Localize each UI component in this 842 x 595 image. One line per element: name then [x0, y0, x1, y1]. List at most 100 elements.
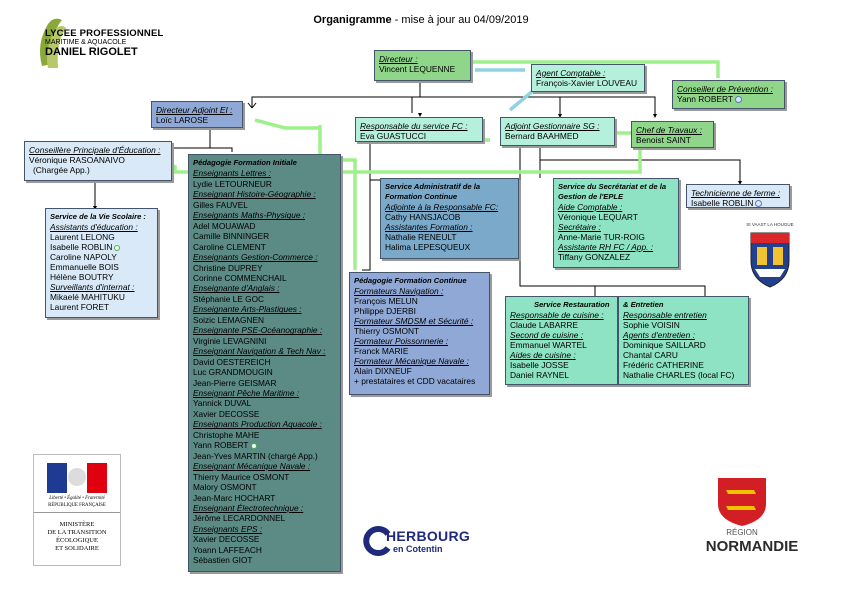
- stvaast-label: St VAAST LA HOUGUE: [746, 222, 794, 227]
- list-item: Sophie VOISIN: [623, 320, 680, 330]
- circle-icon: [114, 244, 121, 251]
- region-name: NORMANDIE: [705, 538, 799, 555]
- cpe-note: (Chargée App.): [33, 165, 90, 175]
- list-item: Laurent LELONG: [50, 232, 115, 242]
- list-item: Adel MOUAWAD: [193, 220, 256, 231]
- list-item: David OESTEREICH: [193, 356, 271, 367]
- list-item: Hélène BOUTRY: [50, 272, 114, 282]
- list-item: Soizic LEMAGNEN: [193, 314, 265, 325]
- list-item: Camille BINNINGER: [193, 231, 270, 242]
- cherbourg-sub: en Cotentin: [393, 544, 443, 554]
- dir-adjoint-role: Directeur Adjoint EI :: [156, 105, 233, 115]
- list-item: Thierry Maurice OSMONT: [193, 471, 290, 482]
- service-admin-role2: Assistantes Formation :: [385, 222, 473, 232]
- technicienne-name: Isabelle ROBLIN: [691, 198, 754, 208]
- list-item: Thierry OSMONT: [354, 326, 420, 336]
- role-label: Enseignant Histoire-Géographie :: [193, 189, 316, 200]
- list-item: Emmanuelle BOIS: [50, 262, 119, 272]
- circle-icon: [250, 443, 257, 450]
- cherbourg-logo: HERBOURG en Cotentin: [362, 526, 492, 556]
- service-admin-head2: Formation Continue: [385, 192, 458, 201]
- role-label: Aides de cuisine :: [510, 350, 576, 360]
- list-item: Jérôme LECARDONNEL: [193, 513, 286, 524]
- chef-travaux-role: Chef de Travaux :: [636, 125, 702, 135]
- link-dir-chef: [420, 96, 656, 114]
- box-service-admin-fc: Service Administratif de la Formation Co…: [380, 178, 519, 259]
- rf-motto: Liberté • Égalité • Fraternité: [49, 496, 105, 501]
- role-label: Enseignante PSE-Océanographie :: [193, 325, 323, 336]
- rf-name: RÉPUBLIQUE FRANÇAISE: [48, 503, 106, 508]
- box-cpe: Conseillère Principale d'Éducation : Vér…: [24, 141, 172, 181]
- list-item: Tiffany GONZALEZ: [558, 252, 631, 262]
- box-restauration: Service Restauration Responsable de cuis…: [505, 296, 618, 385]
- circle-icon: [755, 200, 763, 208]
- cpe-role: Conseillère Principale d'Éducation :: [29, 145, 161, 155]
- role-label: Enseignants Maths-Physique :: [193, 210, 306, 221]
- list-item: Cathy HANSJACOB: [385, 212, 461, 222]
- role-label: Enseignant Navigation & Tech Nav :: [193, 346, 326, 357]
- list-item: Daniel RAYNEL: [510, 370, 569, 380]
- page-title: Organigramme - mise à jour au 04/09/2019: [0, 14, 842, 26]
- box-conseiller-prevention: Conseiller de Prévention : Yann ROBERT: [672, 80, 785, 109]
- list-item: Mikaelé MAHITUKU: [50, 292, 125, 302]
- lycee-line3: DANIEL RIGOLET: [45, 46, 138, 58]
- list-item: Laurent FORET: [50, 302, 110, 312]
- role-label: Responsable de cuisine :: [510, 310, 604, 320]
- role-label: Enseignants Lettres :: [193, 168, 271, 179]
- list-item: Philippe DJERBI: [354, 306, 416, 316]
- formation-initiale-head: Pédagogie Formation Initiale: [193, 158, 297, 167]
- box-formation-continue: Pédagogie Formation Continue Formateurs …: [349, 272, 490, 395]
- role-label: Enseignants EPS :: [193, 523, 263, 534]
- list-item: Yann ROBERT: [193, 440, 336, 450]
- role-label: Formateur Mécanique Navale :: [354, 356, 469, 366]
- list-item: Anne-Marie TUR-ROIG: [558, 232, 645, 242]
- list-item: Nathalie CHARLES (local FC): [623, 370, 735, 380]
- entretien-head: & Entretien: [623, 300, 664, 309]
- ministry-line: MINISTÈRE: [59, 521, 95, 528]
- list-item: Gilles FAUVEL: [193, 199, 248, 210]
- box-chef-travaux: Chef de Travaux : Benoist SAINT: [631, 121, 714, 148]
- list-item: Jean-Yves MARTIN (chargé App.): [193, 450, 318, 461]
- box-formation-initiale: Pédagogie Formation Initiale Enseignants…: [188, 154, 341, 572]
- ministry-line: DE LA TRANSITION: [47, 529, 107, 536]
- cherbourg-c-icon: [363, 526, 391, 556]
- formation-continue-head: Pédagogie Formation Continue: [354, 276, 467, 285]
- dir-adjoint-name: Loïc LAROSE: [156, 115, 209, 125]
- role-label: Enseignant Électrotechnique :: [193, 502, 304, 513]
- ministry-line: ET SOLIDAIRE: [55, 545, 99, 552]
- secretariat-head1: Service du Secrétariat et de la: [558, 182, 667, 191]
- conseiller-name: Yann ROBERT: [677, 94, 734, 104]
- adjoint-gestionnaire-name: Bernard BAAHMED: [505, 131, 579, 141]
- list-item: Corinne COMMENCHAIL: [193, 272, 287, 283]
- role-label: Agents d'entretien :: [623, 330, 695, 340]
- list-item: Christophe MAHE: [193, 429, 260, 440]
- role-label: Enseignant Mécanique Navale :: [193, 461, 311, 472]
- role-label: Enseignante d'Anglais :: [193, 283, 280, 294]
- title-bold: Organigramme: [313, 14, 392, 26]
- list-item: Isabelle ROBLIN: [50, 242, 113, 252]
- list-item: Alain DIXNEUF: [354, 366, 412, 376]
- box-agent-comptable: Agent Comptable : François-Xavier LOUVEA…: [531, 64, 645, 92]
- st-vaast-crest-logo: St VAAST LA HOUGUE: [745, 222, 795, 292]
- list-item: Halima LEPESQUEUX: [385, 242, 471, 252]
- restauration-head: Service Restauration: [534, 300, 610, 309]
- marianne-flag-icon: [47, 463, 107, 493]
- crest-shield-icon: [750, 232, 790, 288]
- lycee-line1: LYCEE PROFESSIONNEL: [45, 28, 164, 39]
- list-item: + prestataires et CDD vacataires: [354, 376, 476, 386]
- list-item: Yoann LAFFEACH: [193, 544, 262, 555]
- list-item: Christine DUPREY: [193, 262, 263, 273]
- vie-scolaire-head: Service de la Vie Scolaire :: [50, 212, 146, 221]
- cpe-name: Véronique RASOANAIVO: [29, 155, 125, 165]
- directeur-role: Directeur :: [379, 54, 418, 64]
- directeur-name: Vincent LEQUENNE: [379, 64, 456, 74]
- list-item: Lydie LETOURNEUR: [193, 178, 272, 189]
- list-item: Caroline NAPOLY: [50, 252, 117, 262]
- region-label: RÉGION: [726, 528, 758, 537]
- link-dir-adjoint: [251, 82, 421, 108]
